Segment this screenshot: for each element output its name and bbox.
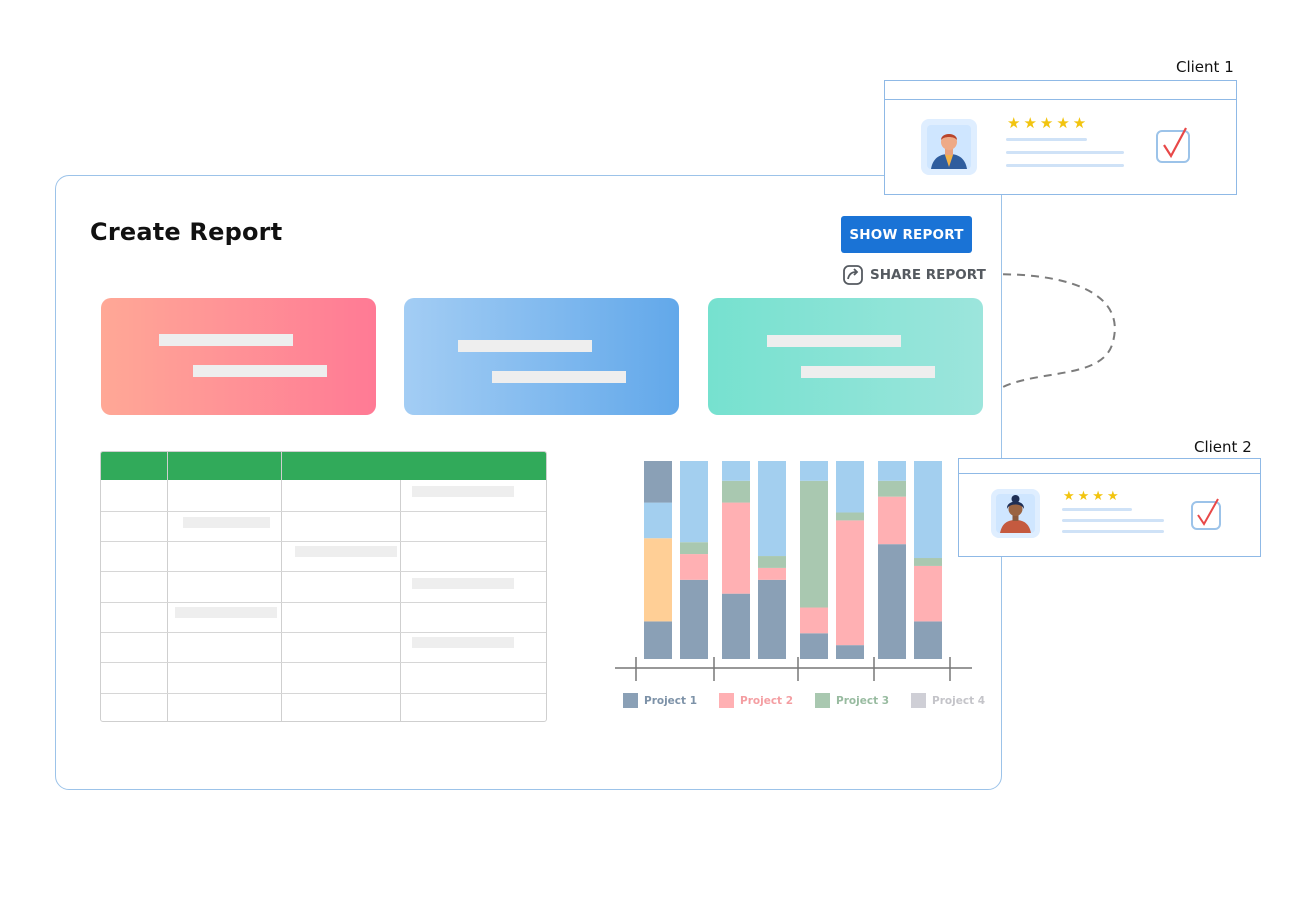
table-row [101,511,546,512]
bar-segment [722,502,750,594]
table-header [101,452,546,480]
bar-segment [800,461,828,481]
bar-segment [914,461,942,559]
bar-segment [800,480,828,608]
client-2-label: Client 2 [1194,438,1252,456]
table-row [101,571,546,572]
client-2-card[interactable]: ★★★★ [958,458,1261,557]
checkbox-checked-icon[interactable] [1189,497,1225,533]
placeholder-line [767,335,901,347]
legend-label: Project 4 [932,694,986,707]
bar-segment [914,558,942,566]
male-avatar-icon [927,125,971,169]
client-card-titlebar [885,81,1236,100]
bar-segment [758,579,786,659]
share-report-label: SHARE REPORT [870,267,986,283]
bar-segment [644,621,672,659]
legend-item-project-4: Project 4 [911,693,985,708]
bar-segment [644,502,672,539]
female-avatar-icon [996,494,1035,533]
checkbox-checked-icon[interactable] [1154,125,1194,165]
table-row [101,693,546,694]
legend-swatch [719,693,735,708]
client-card-titlebar [959,459,1260,474]
chart-legend: Project 1 Project 2 Project 3 Project 4 [623,693,985,708]
avatar [991,489,1040,538]
bar-segment [758,567,786,580]
placeholder-line [1062,508,1132,511]
bar-segment [722,461,750,481]
bar-segment [836,645,864,659]
table-cell-placeholder [295,546,397,557]
table-column-divider [400,480,401,721]
bar-segment [680,554,708,580]
bar-segment [836,520,864,646]
bar-segment [644,538,672,622]
bar-segment [800,607,828,634]
legend-label: Project 2 [740,694,794,707]
placeholder-line [492,371,626,383]
placeholder-line [193,365,327,377]
table-row [101,662,546,663]
bar-segment [914,565,942,622]
legend-item-project-3: Project 3 [815,693,889,708]
placeholder-line [1006,164,1124,167]
table-row [101,541,546,542]
bar-segment [878,461,906,481]
summary-card-3[interactable] [708,298,983,415]
table-row [101,602,546,603]
table-row [101,632,546,633]
bar-segment [758,556,786,568]
legend-item-project-2: Project 2 [719,693,793,708]
show-report-button[interactable]: SHOW REPORT [841,216,972,253]
table-cell-placeholder [175,607,277,618]
legend-swatch [623,693,638,708]
placeholder-line [1006,151,1124,154]
bar-segment [722,480,750,503]
bar-segment [758,461,786,557]
client-1-label: Client 1 [1176,58,1234,76]
bar-segment [722,593,750,659]
placeholder-line [1062,519,1164,522]
data-table [100,451,547,722]
bar-segment [836,512,864,521]
client-1-card[interactable]: ★★★★★ [884,80,1237,195]
bar-segment [680,461,708,543]
placeholder-line [1006,138,1087,141]
table-cell-placeholder [183,517,270,528]
bar-segment [680,579,708,659]
bar-segment [914,621,942,659]
rating-stars: ★★★★ [1063,489,1122,504]
share-report-button[interactable]: SHARE REPORT [842,264,986,286]
rating-stars: ★★★★★ [1007,114,1090,132]
placeholder-line [1062,530,1164,533]
bar-segment [644,461,672,503]
bar-segment [836,461,864,513]
bar-segment [878,496,906,545]
legend-swatch [911,693,927,708]
table-column-divider [167,452,168,721]
table-cell-placeholder [412,486,514,497]
placeholder-line [458,340,592,352]
bar-segment [680,542,708,555]
legend-swatch [815,693,831,708]
stacked-bar-chart [615,461,972,681]
page-title: Create Report [90,218,283,246]
bar-segment [878,544,906,659]
legend-label: Project 3 [836,694,890,707]
bar-segment [878,480,906,497]
share-icon [843,265,863,285]
table-cell-placeholder [412,637,514,648]
bar-segment [800,633,828,659]
table-cell-placeholder [412,578,514,589]
placeholder-line [801,366,935,378]
avatar [921,119,977,175]
legend-label: Project 1 [644,694,698,707]
summary-card-1[interactable] [101,298,376,415]
placeholder-line [159,334,293,346]
summary-card-2[interactable] [404,298,679,415]
table-column-divider [281,452,282,721]
legend-item-project-1: Project 1 [623,693,697,708]
